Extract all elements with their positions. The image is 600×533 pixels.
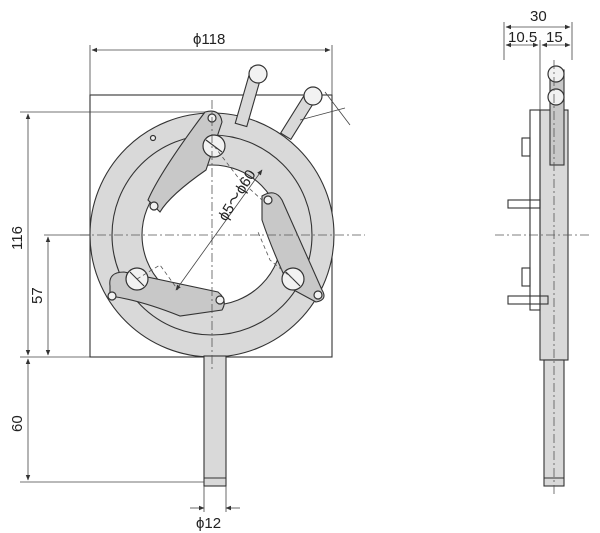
side-thin-plate bbox=[529, 109, 541, 311]
pin-2 bbox=[149, 201, 159, 211]
blade-right bbox=[261, 192, 325, 303]
lever-knob-right bbox=[303, 86, 323, 106]
side-total-width-label: 30 bbox=[530, 8, 547, 25]
side-screw-2 bbox=[507, 295, 549, 305]
side-view bbox=[495, 60, 590, 496]
front-view: ϕ5～ϕ60 bbox=[80, 64, 365, 487]
side-knob-top bbox=[547, 65, 565, 83]
rod-length-label: 60 bbox=[9, 415, 26, 432]
mounting-rod bbox=[203, 355, 227, 487]
side-body-width-label: 10.5 bbox=[508, 29, 537, 46]
front-dimensions: ϕ118 116 57 60 ϕ12 bbox=[9, 31, 333, 532]
lever-knob-left bbox=[248, 64, 268, 84]
pin-5 bbox=[215, 295, 225, 305]
center-height-label: 57 bbox=[29, 287, 46, 304]
side-rod-width-label: 15 bbox=[546, 29, 563, 46]
side-dimensions: 30 10.5 15 bbox=[503, 8, 573, 110]
side-lever bbox=[549, 69, 565, 166]
pin-7 bbox=[149, 134, 157, 142]
side-boss-1 bbox=[521, 137, 531, 157]
side-knob-bottom bbox=[547, 88, 565, 106]
outer-diameter-label: ϕ118 bbox=[193, 31, 225, 48]
side-screw-1 bbox=[507, 199, 541, 209]
rod-diameter-label: ϕ12 bbox=[196, 515, 221, 532]
pin-6 bbox=[107, 291, 117, 301]
blade-top bbox=[147, 110, 223, 213]
side-boss-2 bbox=[521, 267, 531, 287]
total-height-label: 116 bbox=[9, 226, 26, 250]
pin-4 bbox=[313, 290, 323, 300]
pin-3 bbox=[263, 195, 273, 205]
